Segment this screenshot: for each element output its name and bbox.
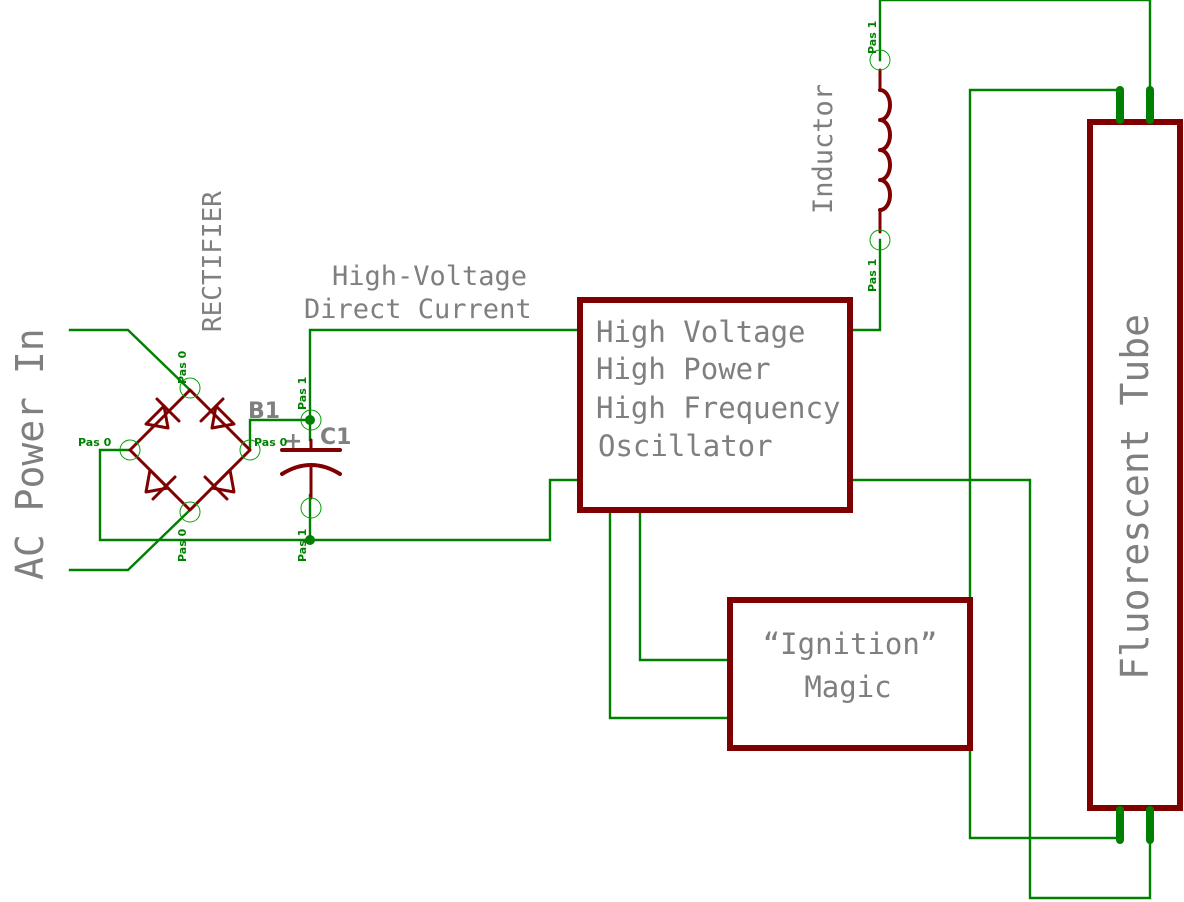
junction-bottom bbox=[305, 535, 315, 545]
oscillator-label-line3: High Frequency bbox=[596, 391, 840, 425]
pin-label: Pas 1 bbox=[866, 259, 879, 292]
pin-label: Pas 0 bbox=[254, 436, 288, 449]
pin-label: Pas 1 bbox=[866, 21, 879, 54]
pin-label: Pas 1 bbox=[296, 529, 309, 562]
oscillator-label-line2: High Power bbox=[596, 352, 771, 386]
ignition-label-line2: Magic bbox=[804, 670, 891, 704]
diode-1 bbox=[144, 397, 181, 430]
rectifier-label: RECTIFIER bbox=[198, 191, 228, 332]
diode-2 bbox=[199, 397, 236, 430]
oscillator-label-line1: High Voltage bbox=[596, 315, 806, 349]
hvdc-wire bbox=[308, 328, 582, 422]
inductor bbox=[869, 49, 892, 251]
diode-4 bbox=[203, 468, 236, 501]
capacitor-c1 bbox=[280, 409, 342, 545]
ac-wire-bottom bbox=[68, 508, 192, 572]
inductor-label: Inductor bbox=[808, 84, 839, 214]
tube-label: Fluorescent Tube bbox=[1113, 314, 1157, 680]
oscillator-label-line4: Oscillator bbox=[598, 429, 773, 463]
diode-3 bbox=[144, 468, 177, 501]
bridge-neg-wire bbox=[98, 448, 582, 542]
osc-ign-wire-1 bbox=[638, 508, 732, 662]
osc-ign-wire-2 bbox=[608, 508, 732, 720]
pin-label: Pas 1 bbox=[296, 377, 309, 410]
b1-label: B1 bbox=[248, 399, 280, 424]
junction-top bbox=[305, 415, 315, 425]
inductor-to-tube-wire bbox=[878, 0, 1152, 92]
ac-wire-top bbox=[68, 328, 192, 392]
ignition-label-line1: “Ignition” bbox=[763, 627, 938, 661]
pin-label: Pas 0 bbox=[176, 528, 189, 562]
pin-labels: Pas 0 Pas 0 Pas 0 Pas 0 Pas 1 Pas 1 Pas … bbox=[78, 21, 879, 562]
fluorescent-tube bbox=[1087, 86, 1183, 844]
osc-to-inductor-wire bbox=[848, 238, 882, 332]
hvdc-label-line2: Direct Current bbox=[304, 294, 532, 325]
bridge-rectifier bbox=[119, 377, 261, 523]
wires bbox=[68, 0, 1152, 900]
hvdc-label-line1: High-Voltage bbox=[332, 261, 527, 292]
ignition-block bbox=[727, 597, 973, 751]
tube-left-loop-wire bbox=[968, 88, 1122, 840]
c1-plus-label: + bbox=[284, 429, 302, 454]
pin-label: Pas 0 bbox=[78, 436, 112, 449]
c1-label: C1 bbox=[320, 425, 351, 450]
oscillator-block bbox=[577, 297, 853, 513]
pin-label: Pas 0 bbox=[176, 350, 189, 384]
ac-power-label: AC Power In bbox=[8, 328, 52, 580]
